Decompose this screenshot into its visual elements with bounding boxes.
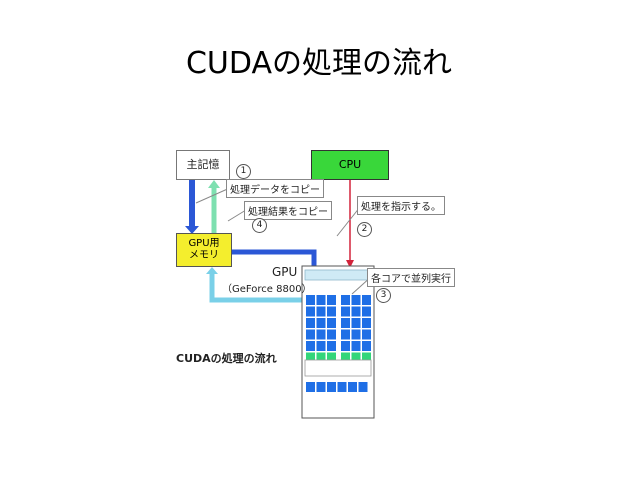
step-2-callout: 処理を指示する。 <box>357 196 445 215</box>
gpu-core <box>341 352 350 363</box>
callout4-leader <box>227 209 247 222</box>
gpu-core <box>316 382 326 392</box>
gpu-core <box>316 295 326 305</box>
gpu-core <box>341 341 350 351</box>
step-2-number: 2 <box>357 222 372 237</box>
gpu-core <box>362 295 371 305</box>
gpu-core <box>362 329 371 340</box>
gpu-core <box>358 382 368 392</box>
gpu-empty-row <box>304 359 372 377</box>
step-4-callout: 処理結果をコピー <box>244 201 332 220</box>
core-block-bottom <box>306 382 368 392</box>
step-3-number: 3 <box>376 288 391 303</box>
core-block-left <box>306 295 336 363</box>
gpu-core <box>316 306 326 317</box>
gpu-core <box>327 329 336 340</box>
gpu-core <box>316 318 326 328</box>
gpu-core <box>306 329 315 340</box>
core-block-right <box>341 295 371 363</box>
gpu-core <box>362 341 371 351</box>
step-4-number: 4 <box>252 218 267 233</box>
gpu-core <box>351 329 361 340</box>
gpu-core <box>351 295 361 305</box>
gpu-core <box>306 352 315 363</box>
gpu-label: GPU <box>272 265 298 279</box>
gpu-core <box>341 306 350 317</box>
gpu-memory-label-1: GPU用 <box>188 238 220 249</box>
gpu-core <box>306 341 315 351</box>
step-1-number: 1 <box>236 164 251 179</box>
gpu-core <box>306 295 315 305</box>
gpu-memory-label-2: メモリ <box>189 250 219 261</box>
gpu-shared-memory <box>304 269 372 281</box>
gpu-core <box>351 352 361 363</box>
gpu-core <box>327 352 336 363</box>
gpu-core <box>351 341 361 351</box>
step-3-callout: 各コアで並列実行 <box>367 268 455 287</box>
gpu-to-memory-arrowhead <box>206 267 218 274</box>
gpu-core <box>337 382 347 392</box>
result-up-arrowhead <box>208 180 220 188</box>
gpu-memory-box: GPU用 メモリ <box>176 233 232 267</box>
gpu-core <box>362 352 371 363</box>
gpu-core <box>327 318 336 328</box>
gpu-core <box>327 295 336 305</box>
gpu-core <box>306 318 315 328</box>
callout2-leader <box>336 206 361 237</box>
cpu-box: CPU <box>311 150 389 180</box>
gpu-core <box>316 329 326 340</box>
instruct-arrowhead <box>346 260 354 268</box>
slide-title: CUDAの処理の流れ <box>185 46 452 81</box>
gpu-core <box>351 318 361 328</box>
gpu-core <box>327 306 336 317</box>
gpu-core <box>327 382 336 392</box>
gpu-core <box>362 306 371 317</box>
gpu-core <box>327 341 336 351</box>
gpu-core <box>348 382 357 392</box>
gpu-core <box>341 295 350 305</box>
gpu-core <box>351 306 361 317</box>
step-1-callout: 処理データをコピー <box>226 179 324 198</box>
copy-down-arrowhead <box>185 226 199 234</box>
gpu-core <box>316 341 326 351</box>
gpu-core <box>362 318 371 328</box>
main-memory-box: 主記憶 <box>176 150 230 180</box>
diagram-caption: CUDAの処理の流れ <box>176 352 277 365</box>
gpu-core <box>306 382 315 392</box>
gpu-core <box>316 352 326 363</box>
gpu-core <box>306 306 315 317</box>
gpu-core <box>341 318 350 328</box>
gpu-model-label: （GeForce 8800） <box>222 284 312 295</box>
gpu-core <box>341 329 350 340</box>
